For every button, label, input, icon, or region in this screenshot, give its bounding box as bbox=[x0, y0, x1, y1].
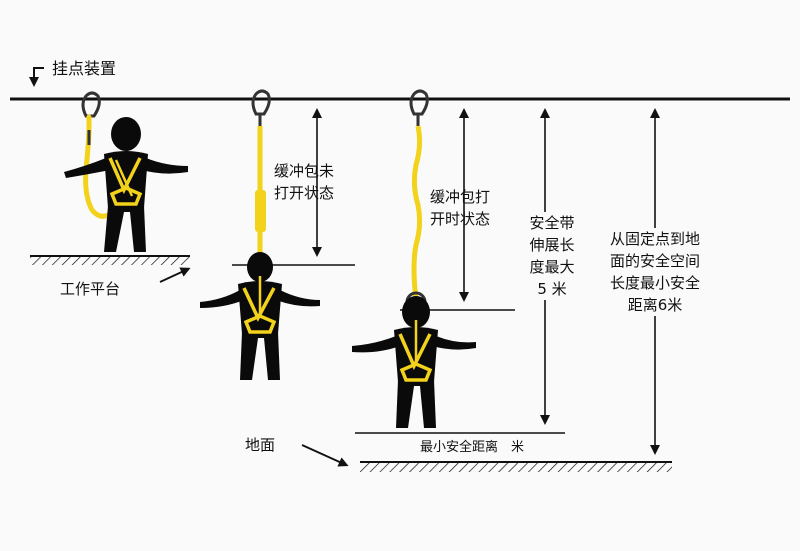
min-distance-label: 从固定点到地 面的安全空间 长度最小安全 距离6米 bbox=[600, 228, 710, 316]
min-distance-line-4: 距离6米 bbox=[627, 296, 683, 314]
belt-extension-line-4: 5 米 bbox=[537, 280, 567, 298]
belt-extension-label: 安全带 伸展长 度最大 5 米 bbox=[522, 212, 582, 300]
anchor-device-label: 挂点装置 bbox=[52, 59, 117, 78]
buffer-closed-line-1: 缓冲包未 bbox=[274, 162, 335, 180]
ground-label: 地面 bbox=[245, 436, 276, 454]
buffer-open-label: 缓冲包打 开时状态 bbox=[430, 186, 490, 230]
work-platform bbox=[30, 255, 190, 265]
buffer-open-line-2: 开时状态 bbox=[430, 210, 491, 228]
min-distance-line-2: 面的安全空间 bbox=[609, 252, 700, 270]
platform-callout-arrow bbox=[159, 267, 191, 283]
anchor-callout-arrow bbox=[29, 67, 44, 87]
worker-buffer-closed bbox=[200, 89, 320, 380]
ground-callout-arrow bbox=[301, 444, 349, 467]
buffer-closed-label: 缓冲包未 打开状态 bbox=[274, 160, 334, 204]
buffer-closed-line-2: 打开状态 bbox=[274, 184, 335, 202]
belt-extension-line-1: 安全带 bbox=[529, 214, 575, 232]
buffer-open-line-1: 缓冲包打 bbox=[430, 188, 491, 206]
belt-extension-line-3: 度最大 bbox=[529, 258, 575, 276]
worker-on-platform bbox=[64, 91, 188, 252]
worker-buffer-open bbox=[352, 89, 476, 428]
belt-extension-line-2: 伸展长 bbox=[529, 236, 575, 254]
min-distance-line-3: 长度最小安全 bbox=[609, 274, 700, 292]
min-distance-line-1: 从固定点到地 bbox=[609, 230, 700, 248]
ground-surface bbox=[360, 461, 672, 472]
work-platform-label: 工作平台 bbox=[60, 280, 121, 298]
min-safe-distance-label: 最小安全距离 米 bbox=[420, 440, 525, 455]
